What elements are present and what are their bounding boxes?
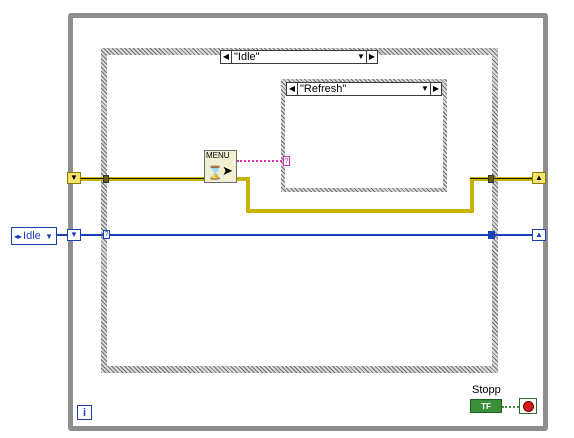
shift-register-right-cluster[interactable]: ▲ (532, 172, 546, 184)
arrow-up-icon: ▲ (535, 230, 543, 239)
shift-register-left-cluster[interactable]: ▼ (67, 172, 81, 184)
cluster-wire[interactable] (237, 177, 249, 181)
inner-case-selector[interactable]: ◀ "Refresh" ▼ ▶ (286, 82, 442, 96)
get-menu-selection-node[interactable] (204, 150, 237, 183)
outer-case-output-tunnel[interactable] (488, 175, 494, 183)
inner-case-selector-label: "Refresh" (300, 83, 347, 95)
cluster-wire[interactable] (81, 177, 205, 181)
arrow-down-icon: ▼ (70, 173, 78, 182)
hourglass-icon: ⌛ (207, 165, 224, 180)
outer-case-input-tunnel[interactable] (103, 175, 109, 183)
menu-node-label: MENU (206, 151, 230, 160)
arrow-down-icon: ▼ (70, 230, 78, 239)
shift-register-left-enum[interactable]: ▼ (67, 229, 81, 241)
stop-label: Stopp (472, 384, 501, 396)
string-wire[interactable] (237, 160, 285, 162)
arrow-up-icon: ▲ (535, 173, 543, 182)
enum-output-tunnel[interactable] (488, 231, 495, 239)
enum-constant[interactable]: ◂▸ Idle ▼ (11, 227, 57, 245)
dropdown-arrow-icon[interactable]: ▼ (45, 231, 53, 241)
decrement-arrow-icon[interactable]: ◀ (221, 51, 232, 63)
enum-increment-icon[interactable]: ◂▸ (14, 231, 23, 241)
inner-case-tunnel[interactable]: ? (283, 156, 290, 166)
iteration-terminal[interactable]: i (77, 405, 92, 420)
case-selector-terminal[interactable]: ? (103, 230, 110, 239)
cluster-wire[interactable] (246, 209, 474, 213)
cluster-wire[interactable] (470, 177, 474, 213)
loop-condition-terminal[interactable] (519, 398, 537, 414)
increment-arrow-icon[interactable]: ▶ (366, 51, 377, 63)
cluster-wire[interactable] (470, 177, 532, 181)
enum-wire[interactable] (57, 234, 535, 236)
cluster-wire[interactable] (246, 177, 250, 213)
outer-case-selector[interactable]: ◀ "Idle" ▼ ▶ (220, 50, 378, 64)
shift-register-right-enum[interactable]: ▲ (532, 229, 546, 241)
increment-arrow-icon[interactable]: ▶ (430, 83, 441, 95)
decrement-arrow-icon[interactable]: ◀ (287, 83, 298, 95)
cluster-wire-core (470, 178, 532, 179)
boolean-wire[interactable] (502, 406, 519, 408)
dropdown-arrow-icon[interactable]: ▼ (357, 52, 365, 61)
outer-case-selector-label: "Idle" (234, 51, 260, 63)
cursor-arrow-icon: ➤ (222, 163, 233, 178)
inner-case-diagram (285, 96, 443, 188)
cluster-wire-core (81, 178, 205, 179)
dropdown-arrow-icon[interactable]: ▼ (421, 84, 429, 93)
stop-icon (522, 400, 534, 412)
while-loop-frame[interactable] (68, 13, 548, 431)
enum-constant-value: Idle (23, 230, 41, 242)
stop-boolean-control[interactable]: TF (470, 399, 502, 413)
